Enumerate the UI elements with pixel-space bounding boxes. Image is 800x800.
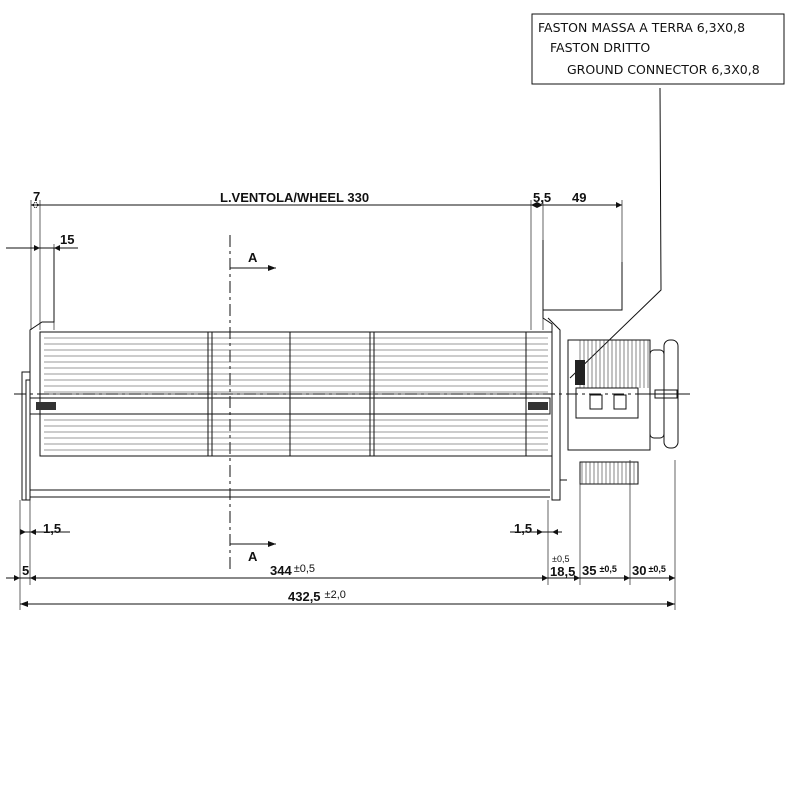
dim-wheel-length: L.VENTOLA/WHEEL 330 — [220, 190, 369, 205]
impeller-blades — [44, 337, 548, 451]
bottom-dimensions: 5 344±0,5 ±0,5 18,5 35±0,5 30±0,5 432,5±… — [6, 554, 675, 607]
dim-left-flange: 7 — [33, 189, 40, 204]
callout-line-1: FASTON MASSA A TERRA 6,3X0,8 — [538, 20, 745, 35]
dim-motor-a: 18,5 — [550, 564, 575, 579]
clearance-dimensions: 1,5 1,5 — [19, 460, 676, 610]
callout-box: FASTON MASSA A TERRA 6,3X0,8 FASTON DRIT… — [531, 13, 785, 379]
dim-overall: 432,5±2,0 — [288, 589, 346, 604]
left-bracket — [25, 248, 55, 475]
dim-motor-c: 30±0,5 — [632, 563, 666, 578]
section-a-a: A A — [229, 235, 276, 570]
dim-left-edge: 5 — [22, 563, 29, 578]
dim-right-clearance: 1,5 — [514, 521, 532, 536]
dim-right-gap: 5,5 — [533, 190, 551, 205]
dim-motor-offset: 49 — [572, 190, 586, 205]
top-dimensions: 7 L.VENTOLA/WHEEL 330 5,5 49 15 — [6, 189, 623, 330]
motor — [567, 339, 690, 485]
section-label-top: A — [248, 250, 258, 265]
dim-motor-b: 35±0,5 — [582, 563, 617, 578]
dim-left-clearance: 1,5 — [43, 521, 61, 536]
dim-left-offset: 15 — [60, 232, 74, 247]
callout-line-2: FASTON DRITTO — [550, 40, 650, 55]
callout-frame — [531, 13, 785, 85]
fan-body — [14, 240, 690, 501]
dim-shaft-span: 344±0,5 — [270, 563, 315, 578]
dim-motor-a-tol: ±0,5 — [552, 554, 569, 564]
section-label-bottom: A — [248, 549, 258, 564]
right-plate — [542, 240, 561, 501]
callout-leader — [569, 87, 662, 379]
terminal-block — [575, 387, 639, 419]
callout-line-3: GROUND CONNECTOR 6,3X0,8 — [567, 62, 760, 77]
motor-windings — [579, 340, 649, 388]
